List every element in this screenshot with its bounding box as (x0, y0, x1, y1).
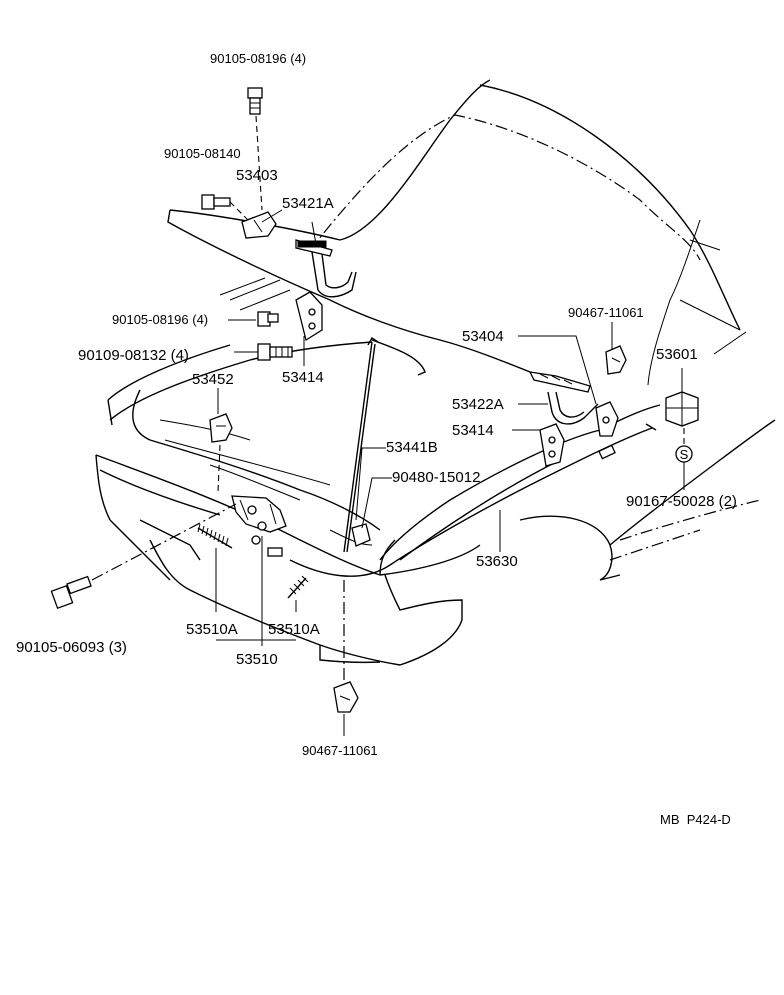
reference-code: MB P424-D (660, 812, 731, 827)
label-53630: 53630 (476, 553, 518, 570)
label-53441b: 53441B (386, 439, 438, 456)
part-labels: 90105-08196 (4) 90105-08140 53403 53421A… (16, 51, 737, 827)
spring-53510a-right-icon (287, 575, 309, 599)
clip-90467-11061-top-icon (605, 345, 627, 375)
hinge-arm-53422a-icon (547, 391, 599, 425)
lock-53601-icon (665, 391, 699, 427)
bolt-90109-08132-icon (257, 343, 293, 361)
hinge-plate-53414-right-icon (539, 423, 565, 467)
bolt-90105-08196-mid-icon (257, 311, 279, 327)
cable-53630-icon (289, 423, 657, 577)
label-53414-right: 53414 (452, 422, 494, 439)
hinge-53421a-icon (295, 239, 357, 298)
label-53510: 53510 (236, 651, 278, 668)
bracket-right-icon (595, 401, 619, 437)
clip-53452-icon (209, 413, 233, 443)
label-90467-11061-top: 90467-11061 (568, 305, 644, 320)
label-90105-06093: 90105-06093 (3) (16, 639, 127, 656)
clip-90467-11061-bottom-icon (333, 681, 359, 713)
label-90480-15012: 90480-15012 (392, 469, 480, 486)
washer-mark: S (680, 447, 689, 462)
hinge-53404-icon (528, 371, 591, 393)
leader-dash-fender (619, 499, 761, 541)
label-53422a: 53422A (452, 396, 504, 413)
label-53403: 53403 (236, 167, 278, 184)
leader-lines (215, 209, 747, 736)
leader-dash-fender-2 (609, 529, 701, 561)
label-90167-50028: 90167-50028 (2) (626, 493, 737, 510)
spring-53510a-left-icon (197, 523, 233, 549)
bracket-53403-icon (241, 211, 277, 239)
bolt-90105-06093-icon (50, 575, 92, 610)
hinge-plate-53414-left-icon (295, 291, 323, 342)
label-90105-08196-top: 90105-08196 (4) (210, 51, 306, 66)
leader-dash-53452 (217, 444, 221, 493)
bolt-90105-08196-top-icon (247, 87, 263, 115)
leader-dash-08140 (229, 201, 249, 221)
washer-icon: S (675, 445, 693, 463)
holder-90480-15012-icon (351, 523, 371, 547)
label-53601: 53601 (656, 346, 698, 363)
leader-dash-top-bolt (255, 115, 263, 211)
prop-rod-53441b-icon (343, 337, 379, 553)
leader-dash-06093 (91, 503, 237, 581)
label-53452: 53452 (192, 371, 234, 388)
bolt-90105-08140-icon (201, 194, 231, 210)
latch-53510-icon (231, 495, 287, 557)
label-90109-08132: 90109-08132 (4) (78, 347, 189, 364)
label-53404: 53404 (462, 328, 504, 345)
label-53510a-right: 53510A (268, 621, 320, 638)
label-90467-11061-bottom: 90467-11061 (302, 743, 378, 758)
pin-icon (251, 535, 261, 545)
label-90105-08140: 90105-08140 (164, 146, 241, 161)
hood-outline (167, 79, 741, 386)
label-90105-08196-mid: 90105-08196 (4) (112, 312, 208, 327)
label-53510a-left: 53510A (186, 621, 238, 638)
label-53414-left: 53414 (282, 369, 324, 386)
label-53421a: 53421A (282, 195, 334, 212)
